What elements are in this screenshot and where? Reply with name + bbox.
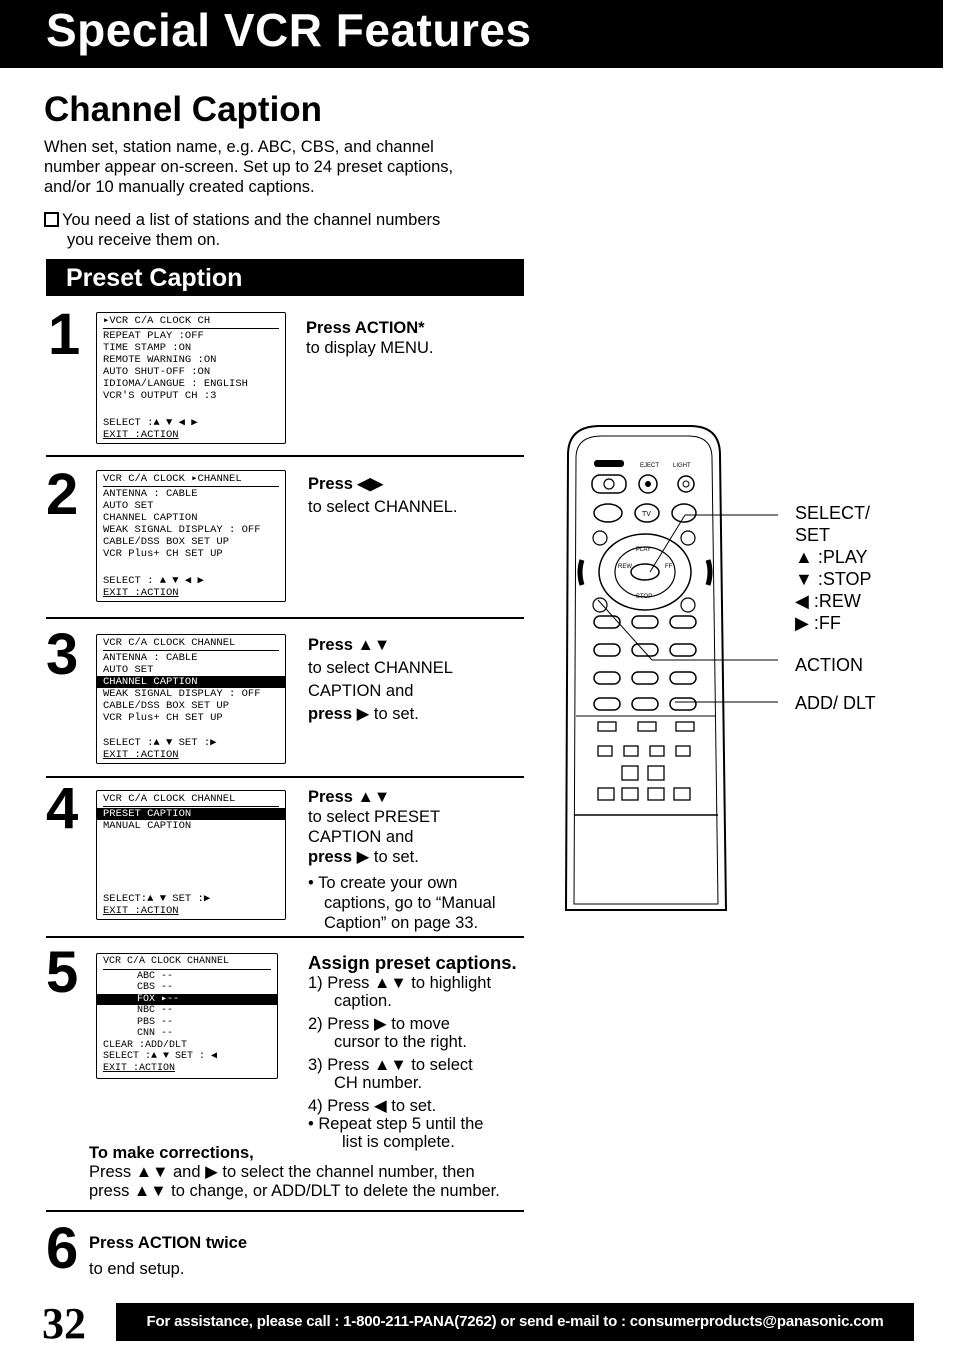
action-label: ACTION: [795, 655, 864, 675]
divider: [46, 776, 524, 778]
step-number: 3: [46, 622, 79, 687]
step-number: 4: [46, 776, 79, 841]
svg-text:STOP: STOP: [636, 594, 652, 600]
menu-screen: VCR C/A CLOCK ▸CHANNEL ANTENNA : CABLE A…: [96, 470, 286, 602]
callout-lines: [597, 514, 778, 703]
select-set-label: SELECT/ SET ▲ :PLAY ▼ :STOP ◀ :REW ▶ :FF: [795, 503, 872, 633]
section-title: Channel Caption: [44, 90, 323, 129]
step-number: 2: [46, 462, 79, 527]
page-header-title: Special VCR Features: [46, 4, 532, 56]
highlighted-menu-item: CHANNEL CAPTION: [97, 676, 285, 688]
step-instruction: Press ◀▶ to select CHANNEL.: [308, 475, 458, 516]
vcr-tv-buttons: TV: [593, 503, 697, 523]
step-instruction: Press ACTION twice to end setup.: [89, 1234, 248, 1278]
corrections-note: To make corrections, Press ▲▼ and ▶ to s…: [89, 1144, 500, 1200]
navigation-pad: PLAY STOP REW FF: [577, 530, 713, 613]
step-instruction: Assign preset captions. 1) Press ▲▼ to h…: [308, 952, 517, 1151]
step-instruction: Press ▲▼ to select CHANNEL CAPTION and p…: [308, 636, 453, 723]
highlighted-menu-item: PRESET CAPTION: [97, 808, 285, 820]
page-number: 32: [42, 1299, 86, 1348]
svg-text:TV: TV: [642, 511, 651, 518]
step-instruction: Press ▲▼ to select PRESET CAPTION and pr…: [308, 788, 496, 932]
remote-control-illustration: EJECT LIGHT TV PLAY STOP REW FF: [564, 425, 778, 911]
svg-text:EJECT: EJECT: [640, 463, 659, 469]
note-text: You need a list of stations and the chan…: [44, 210, 544, 250]
lower-buttons: [576, 715, 716, 801]
divider: [46, 617, 524, 619]
intro-text: When set, station name, e.g. ABC, CBS, a…: [44, 138, 454, 196]
svg-text:FF: FF: [665, 564, 673, 570]
step-number: 1: [48, 302, 81, 367]
highlighted-caption: FOX ▸--: [97, 993, 277, 1005]
menu-screen: VCR C/A CLOCK CHANNEL ANTENNA : CABLE AU…: [96, 634, 286, 764]
step-instruction: Press ACTION* to display MENU.: [306, 319, 434, 357]
assistance-footer: For assistance, please call : 1-800-211-…: [116, 1303, 914, 1341]
top-buttons: EJECT LIGHT: [591, 460, 695, 494]
menu-screen: ▸VCR C/A CLOCK CH REPEAT PLAY :OFF TIME …: [96, 312, 286, 444]
divider: [46, 1210, 524, 1212]
divider: [46, 455, 524, 457]
preset-caption-bar: Preset Caption: [46, 259, 524, 296]
checkbox-icon: [44, 212, 59, 227]
svg-text:PLAY: PLAY: [636, 547, 651, 553]
number-keypad: [593, 615, 697, 711]
caption-screen: VCR C/A CLOCK CHANNEL ABC -- CBS -- FOX …: [96, 953, 278, 1079]
svg-text:REW: REW: [618, 564, 632, 570]
divider: [46, 936, 524, 938]
step-number: 6: [46, 1216, 79, 1281]
svg-text:LIGHT: LIGHT: [673, 463, 691, 469]
menu-screen: VCR C/A CLOCK CHANNEL PRESET CAPTION MAN…: [96, 790, 286, 920]
bullet-note: • To create your own captions, go to “Ma…: [308, 874, 496, 932]
add-dlt-label: ADD/ DLT: [795, 693, 876, 713]
step-number: 5: [46, 940, 79, 1005]
header-bar: [0, 0, 943, 68]
